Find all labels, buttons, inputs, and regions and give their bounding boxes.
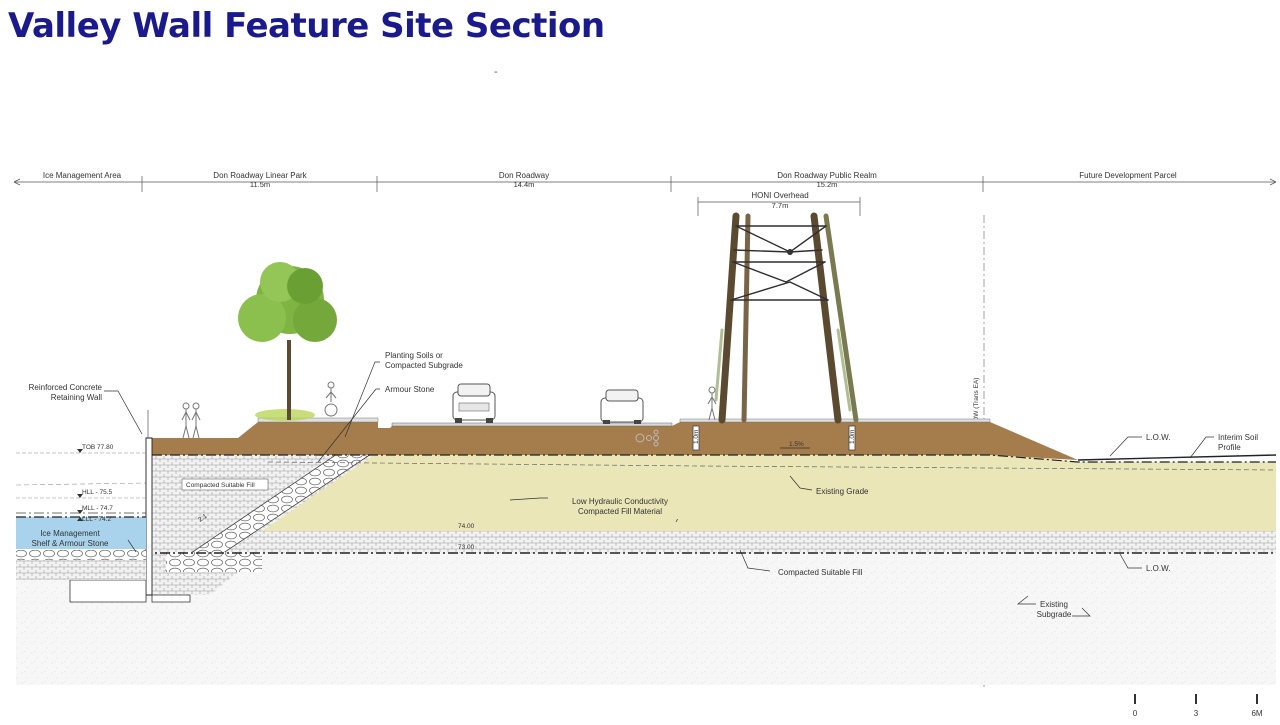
ice-shelf-stones bbox=[16, 550, 146, 560]
zone-label-public-realm: Don Roadway Public Realm bbox=[777, 171, 877, 180]
scale-tick-0: 0 bbox=[1133, 709, 1138, 718]
interim-soil-line bbox=[1077, 454, 1277, 461]
interim-soil-label-1: Interim Soil bbox=[1218, 433, 1258, 442]
existing-subgrade-label-2: Subgrade bbox=[1037, 610, 1072, 619]
scale-tick-3: 3 bbox=[1194, 709, 1199, 718]
row-label: ROW (Trans EA) bbox=[973, 378, 980, 427]
planting-soil bbox=[152, 422, 1078, 460]
zone-label-linear-park: Don Roadway Linear Park bbox=[213, 171, 307, 180]
elevation-lll: LLL - 74.2 bbox=[82, 516, 111, 523]
compacted-fill-band bbox=[262, 531, 1276, 553]
zone-dim-public-realm: 15.2m bbox=[817, 180, 838, 189]
zone-label-ice-management: Ice Management Area bbox=[43, 171, 122, 180]
scale-bar bbox=[1134, 694, 1258, 704]
honi-dimension-line bbox=[697, 197, 861, 216]
existing-grade-line bbox=[267, 461, 1277, 471]
armour-stone-base bbox=[166, 552, 262, 572]
wall-footing bbox=[69, 579, 147, 603]
ice-shelf-label-1: Ice Management bbox=[40, 529, 100, 538]
low-label-top: L.O.W. bbox=[1146, 433, 1170, 442]
honi-label: HONI Overhead bbox=[751, 191, 808, 200]
low-label-bottom: L.O.W. bbox=[1146, 564, 1170, 573]
zone-dimension-line bbox=[13, 176, 1277, 192]
elevation-73: 73.00 bbox=[458, 544, 475, 551]
utility-pipes bbox=[635, 429, 659, 447]
depth-label-right: 1.0m bbox=[849, 430, 856, 444]
retaining-wall bbox=[145, 437, 153, 596]
elevation-74: 74.00 bbox=[458, 523, 475, 530]
slope-percent-label: 1.5% bbox=[789, 441, 804, 448]
compacted-fill-box-label: Compacted Suitable Fill bbox=[186, 482, 255, 489]
planting-soils-label-1: Planting Soils or bbox=[385, 351, 443, 360]
low-hydraulic-label-2: Compacted Fill Material bbox=[578, 507, 662, 516]
page-title: Valley Wall Feature Site Section bbox=[8, 6, 605, 46]
low-hydraulic-label-1: Low Hydraulic Conductivity bbox=[572, 497, 668, 506]
armour-stone-label: Armour Stone bbox=[385, 385, 435, 394]
existing-subgrade-label-1: Existing bbox=[1040, 600, 1068, 609]
transmission-tower-icon bbox=[714, 212, 859, 424]
compacted-fill-box bbox=[181, 478, 269, 491]
ice-shelf-label-2: Shelf & Armour Stone bbox=[32, 539, 109, 548]
low-line-upper bbox=[152, 454, 1276, 463]
elevation-tob: TOB 77.80 bbox=[82, 444, 114, 451]
tree-icon bbox=[238, 262, 337, 421]
planting-soils-label-2: Compacted Subgrade bbox=[385, 361, 463, 370]
existing-subgrade bbox=[16, 553, 1276, 685]
zone-label-future-development: Future Development Parcel bbox=[1079, 171, 1177, 180]
zone-dim-don-roadway: 14.4m bbox=[514, 180, 535, 189]
low-hydraulic-fill bbox=[262, 452, 1276, 531]
water-area bbox=[16, 517, 146, 549]
pedestrians-icon bbox=[181, 402, 201, 439]
low-hydraulic-label-bg bbox=[552, 495, 690, 519]
elevation-mll: MLL - 74.7 bbox=[82, 505, 113, 512]
car-rear-icon bbox=[600, 389, 644, 424]
compacted-suitable-fill-label: Compacted Suitable Fill bbox=[778, 568, 863, 577]
depth-markers bbox=[692, 425, 856, 451]
existing-grade-label: Existing Grade bbox=[816, 487, 869, 496]
car-front-icon bbox=[452, 383, 496, 423]
road-surface bbox=[391, 422, 673, 427]
person-icon bbox=[707, 386, 717, 421]
retaining-wall-label-2: Retaining Wall bbox=[51, 393, 103, 402]
top-mark: - bbox=[494, 66, 498, 78]
depth-label-left: 1.0m bbox=[693, 430, 700, 444]
interim-soil-label-2: Profile bbox=[1218, 443, 1241, 452]
scale-tick-6m: 6M bbox=[1251, 709, 1262, 718]
zone-label-don-roadway: Don Roadway bbox=[499, 171, 549, 180]
retaining-wall-label-1: Reinforced Concrete bbox=[29, 383, 103, 392]
honi-dim: 7.7m bbox=[772, 201, 789, 210]
cyclist-icon bbox=[324, 381, 338, 417]
zone-dim-linear-park: 11.5m bbox=[250, 180, 270, 189]
slope-ratio-label: 2:1 bbox=[197, 513, 209, 524]
elevation-hll: HLL - 75.5 bbox=[82, 489, 112, 496]
